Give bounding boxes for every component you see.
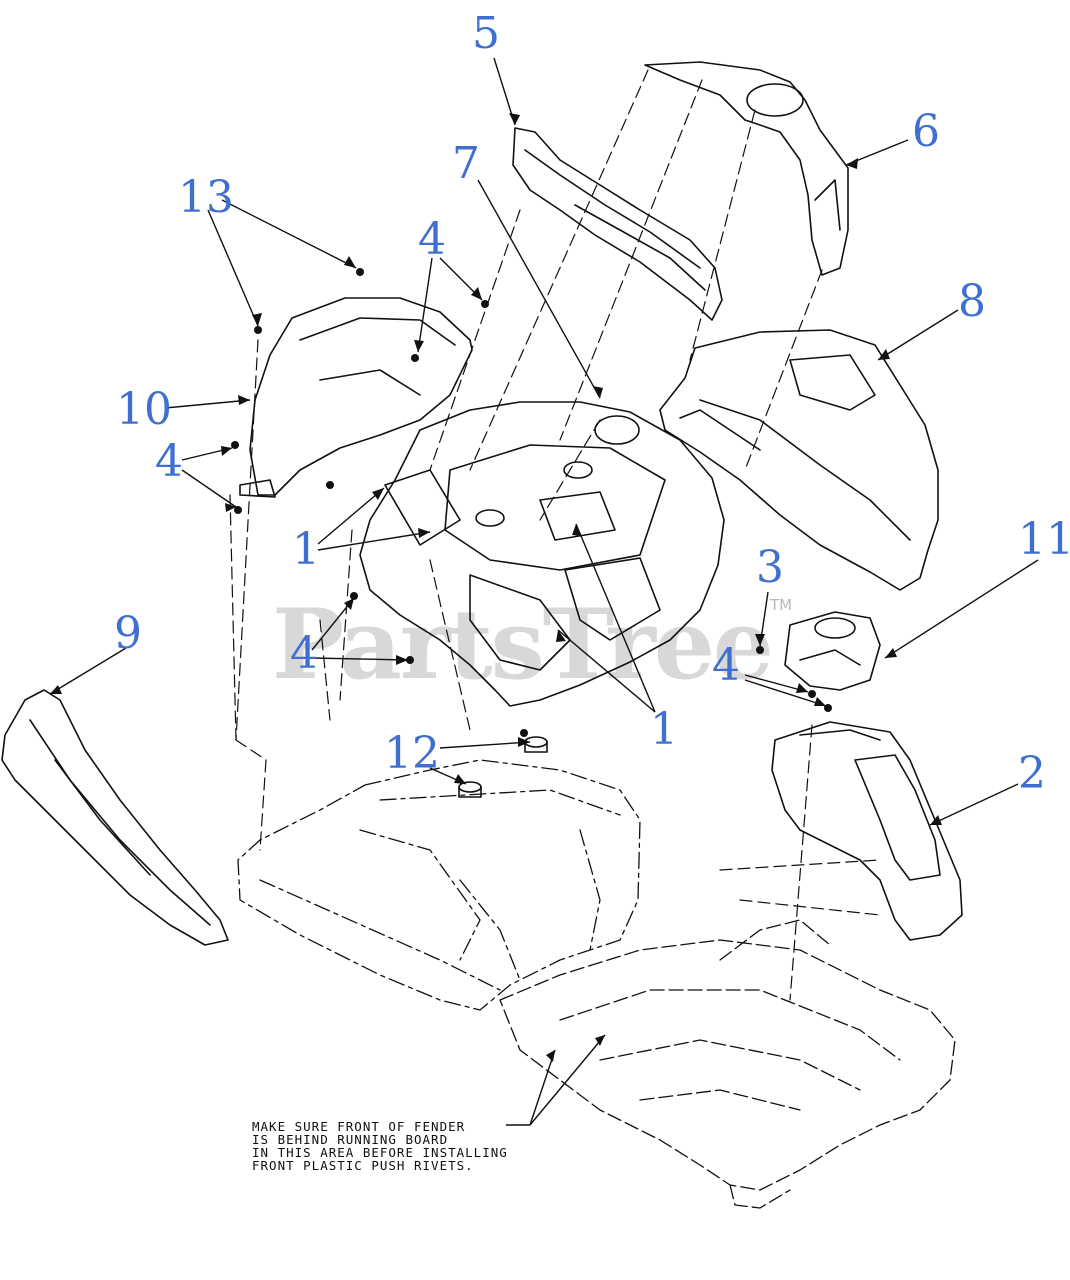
callout-1-left: 1 xyxy=(292,524,320,575)
note-line-2: IS BEHIND RUNNING BOARD xyxy=(252,1132,449,1147)
callout-13: 13 xyxy=(178,172,234,223)
callout-6: 6 xyxy=(912,106,940,157)
part-7-main-body xyxy=(359,401,725,707)
part-6-steering-shroud xyxy=(644,61,849,276)
part-5-console-trim xyxy=(512,127,723,321)
callout-4-left: 4 xyxy=(155,436,183,487)
watermark: PartsTree xyxy=(272,588,774,701)
trademark-mark: TM xyxy=(770,596,793,614)
callout-2: 2 xyxy=(1018,748,1046,799)
alignment-lines xyxy=(229,69,881,1001)
callout-8: 8 xyxy=(958,276,986,327)
part-8-right-fender xyxy=(659,329,939,591)
callout-12: 12 xyxy=(384,728,440,779)
part-12-bumpers xyxy=(458,736,548,798)
note-line-3: IN THIS AREA BEFORE INSTALLING xyxy=(252,1145,508,1160)
part-2-front-dash xyxy=(771,721,963,941)
installation-note: MAKE SURE FRONT OF FENDER IS BEHIND RUNN… xyxy=(252,1120,508,1172)
callout-7: 7 xyxy=(452,138,480,189)
running-board xyxy=(499,919,956,1209)
callout-4-top: 4 xyxy=(418,214,446,265)
callout-11: 11 xyxy=(1018,514,1070,565)
callout-4-lower: 4 xyxy=(290,628,318,679)
chassis-frame xyxy=(237,759,641,1011)
part-11-column-cover xyxy=(784,611,881,691)
callout-3: 3 xyxy=(756,542,784,593)
callout-5: 5 xyxy=(472,8,500,59)
leader-lines xyxy=(49,57,1039,1126)
callout-9: 9 xyxy=(114,608,142,659)
callout-10: 10 xyxy=(116,384,172,435)
callout-4-right: 4 xyxy=(712,640,740,691)
part-10-left-rear-fender xyxy=(239,297,473,498)
note-line-4: FRONT PLASTIC PUSH RIVETS. xyxy=(252,1158,474,1173)
part-9-left-side-panel xyxy=(1,689,229,946)
arrowheads xyxy=(50,113,942,1062)
callout-1-right: 1 xyxy=(650,704,678,755)
note-line-1: MAKE SURE FRONT OF FENDER xyxy=(252,1119,466,1134)
fasteners xyxy=(231,268,832,737)
